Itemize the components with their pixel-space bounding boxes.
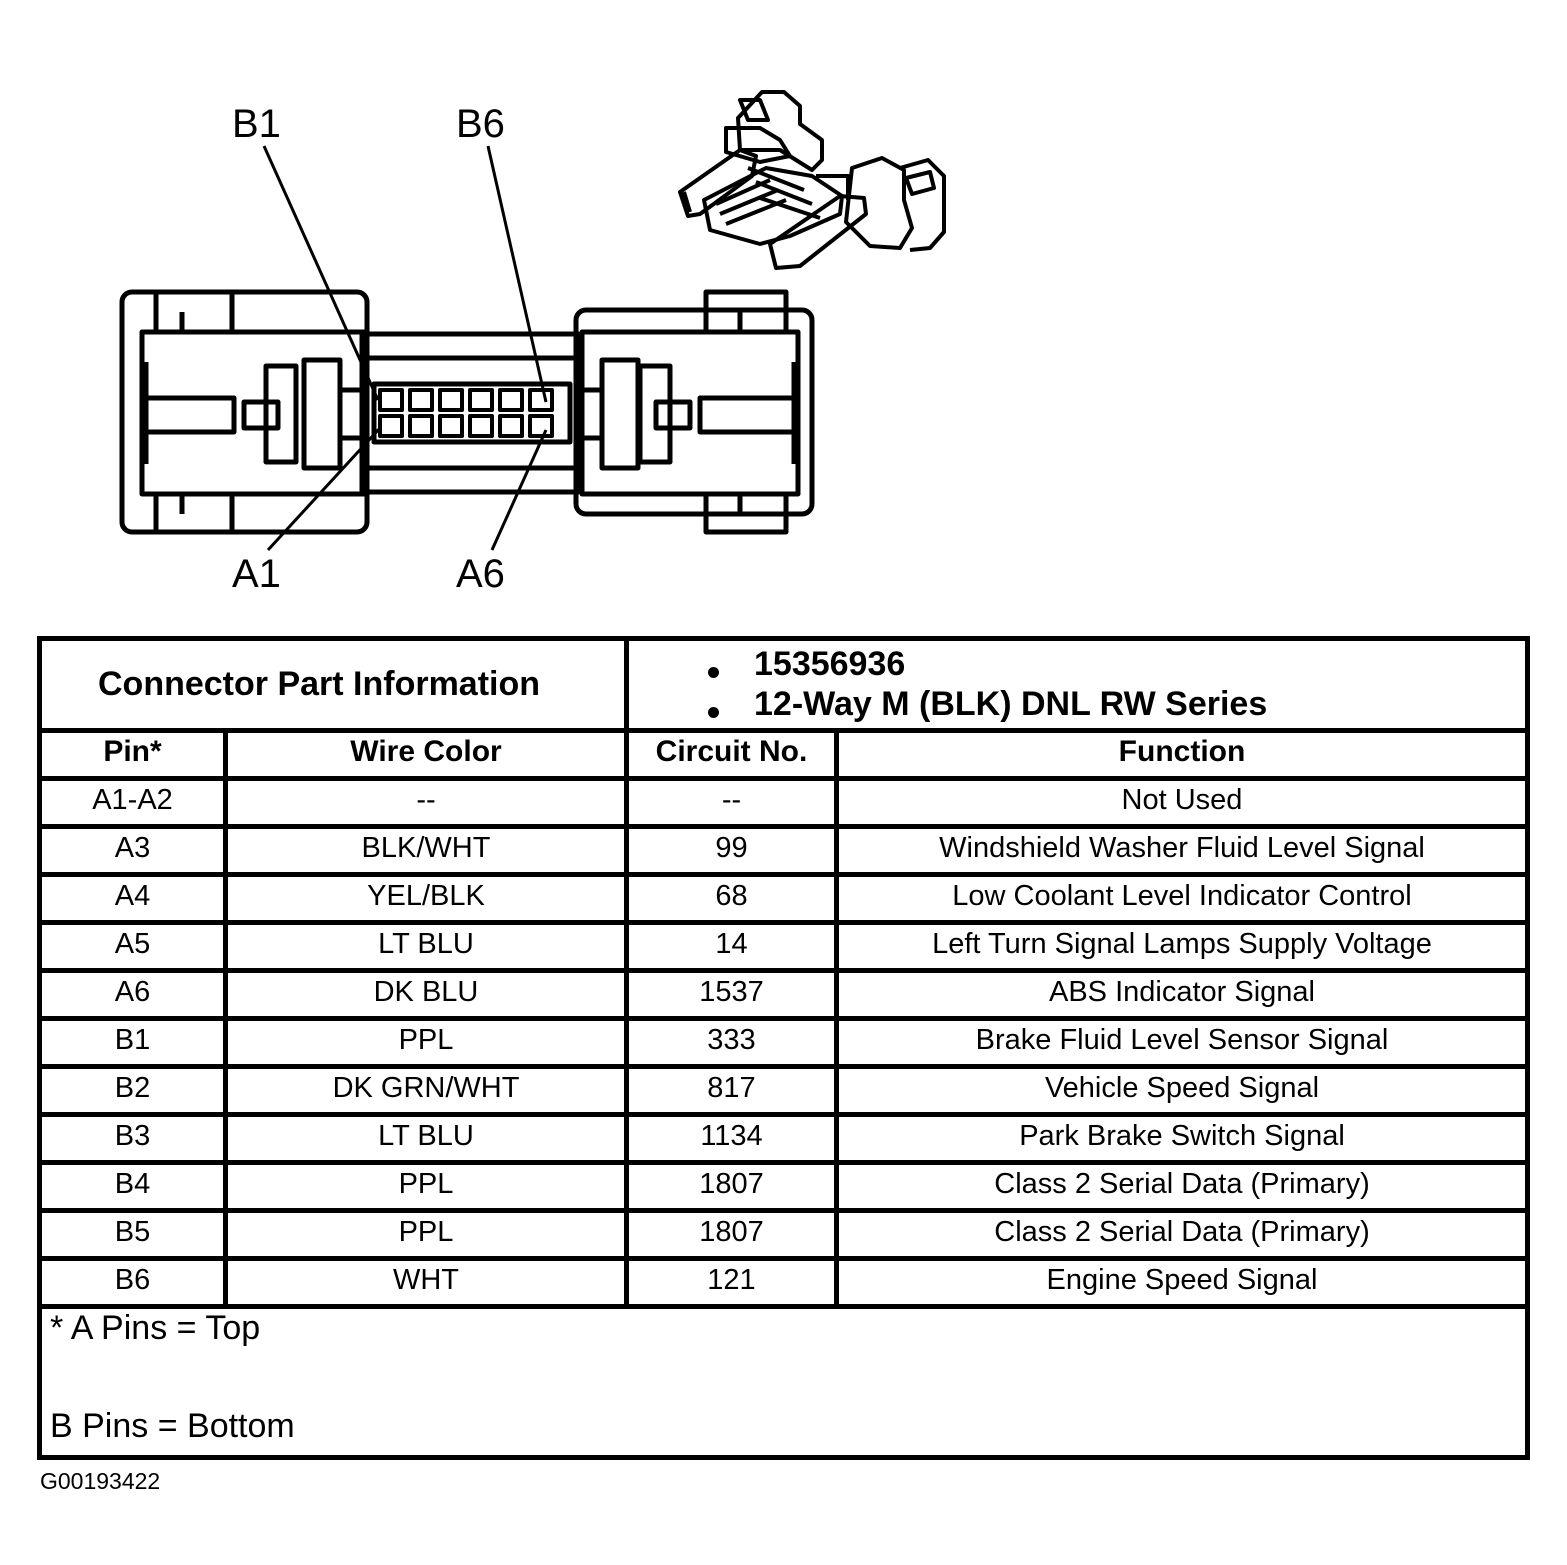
pin-cell: A6 bbox=[114, 976, 151, 1008]
pin-cavity-strip bbox=[371, 381, 573, 445]
function-cell: Class 2 Serial Data (Primary) bbox=[994, 1216, 1370, 1248]
function-cell: Vehicle Speed Signal bbox=[1044, 1072, 1320, 1104]
pin-cell: B3 bbox=[114, 1120, 151, 1152]
function-cell: Class 2 Serial Data (Primary) bbox=[994, 1168, 1370, 1200]
callout-b1: B1 bbox=[232, 102, 281, 146]
bullet-icon bbox=[708, 667, 719, 678]
column-header-circuit-no: Circuit No. bbox=[655, 735, 808, 768]
function-cell: ABS Indicator Signal bbox=[1049, 976, 1315, 1008]
circuit-cell: 1537 bbox=[699, 976, 764, 1008]
pin-cell: A1-A2 bbox=[92, 784, 173, 816]
note-a-pins: * A Pins = Top bbox=[50, 1309, 261, 1347]
function-cell: Park Brake Switch Signal bbox=[1019, 1120, 1345, 1152]
column-header-function: Function bbox=[1118, 735, 1246, 768]
wire-color-cell: BLK/WHT bbox=[361, 832, 491, 864]
circuit-cell: 1807 bbox=[699, 1216, 764, 1248]
function-cell: Engine Speed Signal bbox=[1046, 1264, 1318, 1296]
connector-description: 12-Way M (BLK) DNL RW Series bbox=[754, 685, 1268, 723]
pin-cavities bbox=[378, 388, 554, 438]
function-cell: Not Used bbox=[1121, 784, 1243, 816]
pin-cell: B1 bbox=[114, 1024, 151, 1056]
connector-drawing bbox=[119, 90, 946, 552]
column-header-pin: Pin* bbox=[103, 735, 162, 768]
wire-color-cell: WHT bbox=[392, 1264, 460, 1296]
circuit-cell: 1134 bbox=[700, 1120, 763, 1152]
pin-cell: B5 bbox=[114, 1216, 151, 1248]
wire-color-cell: DK GRN/WHT bbox=[332, 1072, 520, 1104]
pin-cell: B2 bbox=[114, 1072, 151, 1104]
pin-cell: A5 bbox=[114, 928, 151, 960]
wire-color-cell: YEL/BLK bbox=[367, 880, 485, 912]
leader-b1 bbox=[262, 145, 380, 401]
wire-color-cell: PPL bbox=[398, 1024, 454, 1056]
circuit-cell: 99 bbox=[715, 832, 748, 864]
leader-b6 bbox=[486, 145, 548, 403]
wire-color-cell: PPL bbox=[398, 1168, 454, 1200]
function-cell: Low Coolant Level Indicator Control bbox=[952, 880, 1412, 912]
right-housing bbox=[573, 307, 815, 517]
callout-a6: A6 bbox=[456, 552, 505, 596]
function-cell: Windshield Washer Fluid Level Signal bbox=[939, 832, 1425, 864]
pin-cell: A4 bbox=[114, 880, 151, 912]
wire-color-cell: DK BLU bbox=[373, 976, 479, 1008]
figure-id: G00193422 bbox=[40, 1468, 161, 1494]
right-housing-inner bbox=[579, 329, 801, 497]
leader-a6 bbox=[490, 429, 548, 551]
bullet-icon bbox=[708, 707, 719, 718]
pin-cell: A3 bbox=[114, 832, 151, 864]
circuit-cell: 121 bbox=[707, 1264, 756, 1296]
note-b-pins: B Pins = Bottom bbox=[50, 1407, 295, 1445]
circuit-cell: 1807 bbox=[699, 1168, 764, 1200]
function-cell: Left Turn Signal Lamps Supply Voltage bbox=[932, 928, 1432, 960]
connector-isometric-view bbox=[678, 90, 946, 270]
pin-cell: B4 bbox=[114, 1168, 151, 1200]
leader-a1 bbox=[266, 426, 382, 552]
circuit-cell: 817 bbox=[707, 1072, 756, 1104]
wire-color-cell: LT BLU bbox=[378, 1120, 474, 1152]
callout-a1: A1 bbox=[232, 552, 281, 596]
connector-pinout-table: Connector Part Information 15356936 12-W… bbox=[37, 636, 1530, 1460]
pin-cell: B6 bbox=[114, 1264, 151, 1296]
function-cell: Brake Fluid Level Sensor Signal bbox=[975, 1024, 1389, 1056]
circuit-cell: 14 bbox=[715, 928, 748, 960]
wire-color-cell: -- bbox=[416, 784, 436, 816]
column-header-wire-color: Wire Color bbox=[350, 735, 502, 768]
connector-part-info-title: Connector Part Information bbox=[98, 665, 541, 703]
connector-part-number: 15356936 bbox=[754, 645, 906, 683]
circuit-cell: 68 bbox=[715, 880, 748, 912]
wire-color-cell: PPL bbox=[398, 1216, 454, 1248]
wire-color-cell: LT BLU bbox=[378, 928, 474, 960]
callout-b6: B6 bbox=[456, 102, 505, 146]
circuit-cell: 333 bbox=[707, 1024, 756, 1056]
circuit-cell: -- bbox=[721, 784, 742, 816]
